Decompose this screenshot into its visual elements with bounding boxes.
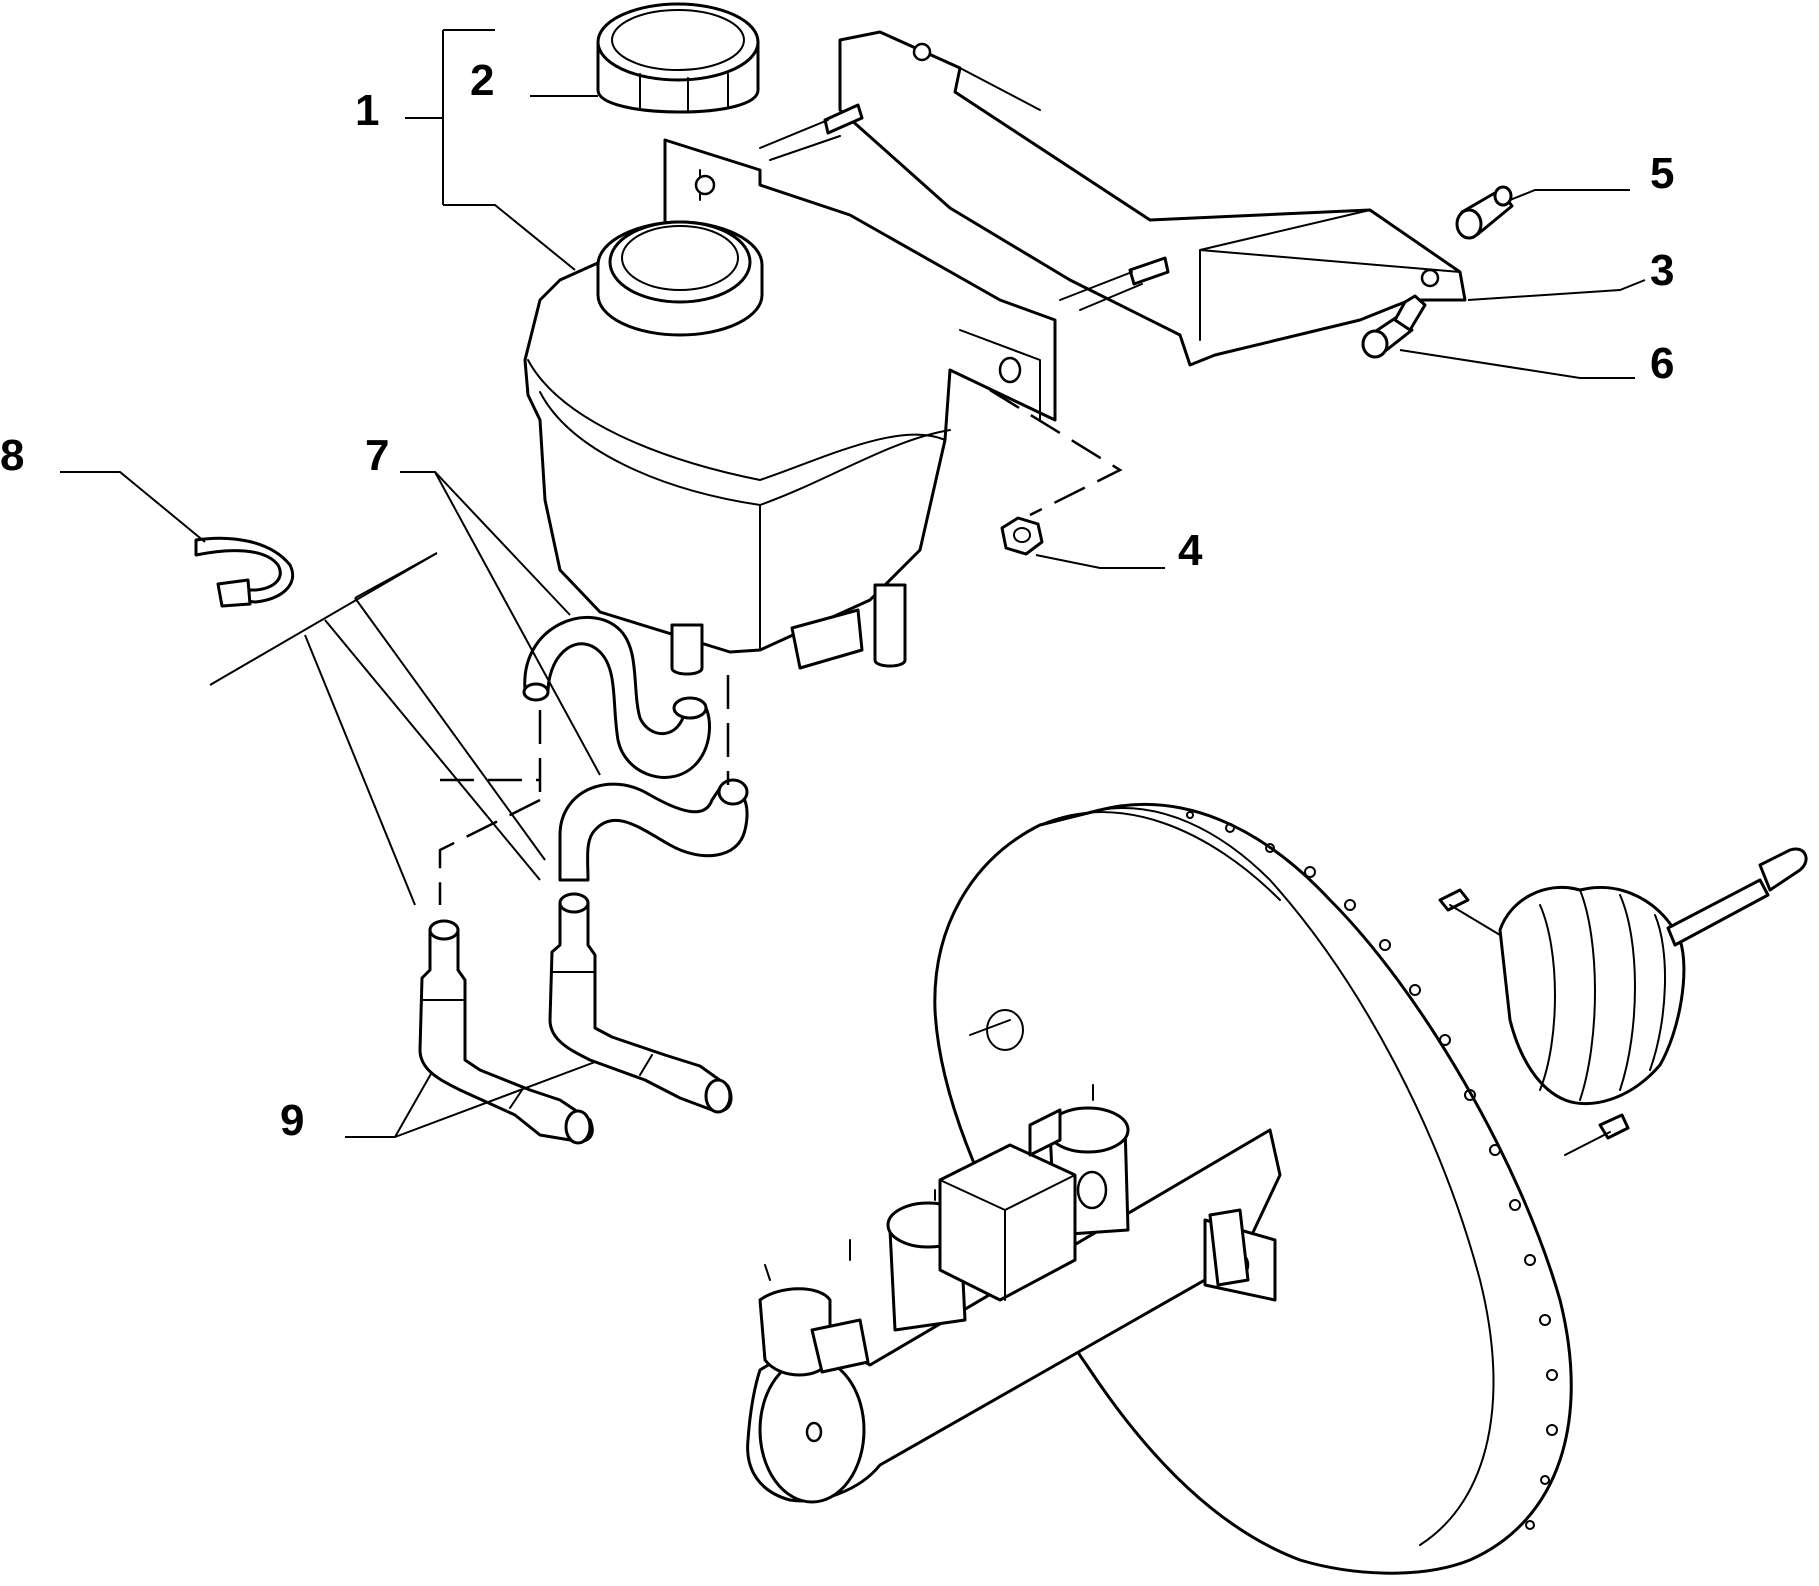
callout-6: 6 (1650, 339, 1674, 388)
elbow-connectors-part-9 (418, 892, 733, 1145)
bolt-part-6 (1361, 294, 1427, 359)
leader-lines (60, 29, 1646, 1138)
master-cylinder (746, 1084, 1282, 1504)
callout-3: 3 (1650, 246, 1674, 295)
callout-labels: 1 2 3 4 5 6 7 8 9 (0, 56, 1674, 1145)
nut-part-4 (1000, 516, 1044, 556)
callout-8: 8 (0, 431, 24, 480)
callout-9: 9 (280, 1096, 304, 1145)
bush-part-5 (1455, 185, 1514, 240)
fluid-hoses-part-7 (522, 615, 749, 882)
callout-1: 1 (355, 86, 379, 135)
hose-clip-part-8 (194, 536, 294, 608)
callout-5: 5 (1650, 149, 1674, 198)
reservoir-cap (596, 2, 760, 114)
brake-fluid-reservoir (523, 138, 1057, 676)
callout-4: 4 (1178, 526, 1203, 575)
callout-2: 2 (470, 56, 494, 105)
callout-7: 7 (365, 431, 389, 480)
